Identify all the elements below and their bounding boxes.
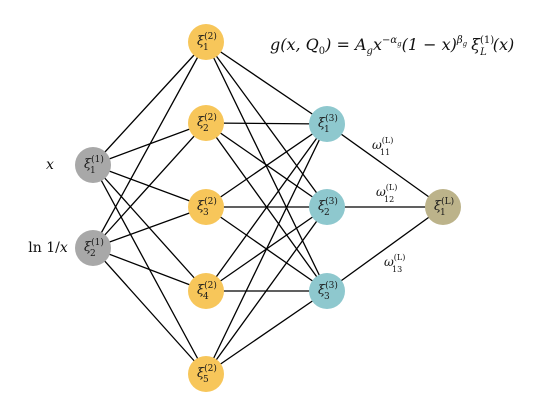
node-hidden1-5-label: ξ(2)5	[197, 363, 217, 385]
node-hidden1-5-circle	[188, 356, 224, 392]
node-hidden1-2: ξ(2)2	[188, 105, 224, 141]
node-hidden1-5: ξ(2)5	[188, 356, 224, 392]
node-hidden1-3-circle	[188, 189, 224, 225]
node-hidden1-1-label: ξ(2)1	[197, 31, 217, 53]
edge-input-2-to-hidden1-1	[92, 41, 207, 249]
node-input-1: ξ(1)1	[75, 147, 111, 183]
weight-label-layer: ω(L)11 ω(L)12 ω(L)13	[372, 136, 405, 274]
node-hidden2-2-circle	[309, 189, 345, 225]
node-output-1-circle	[425, 189, 461, 225]
node-hidden1-2-label: ξ(2)2	[197, 112, 217, 134]
node-hidden1-3: ξ(2)3	[188, 189, 224, 225]
edge-hidden1-5-to-hidden2-1	[205, 123, 328, 375]
node-input-2-label: ξ(1)2	[84, 237, 104, 259]
node-layer: ξ(1)1 ξ(1)2 ξ(2)1 ξ(2)2 ξ(2)3 ξ(2)4 ξ(2)5 ξ(3)1…	[75, 24, 461, 392]
edge-hidden1-5-to-hidden2-2	[205, 206, 328, 375]
edge-input-1-to-hidden1-1	[92, 41, 207, 166]
edge-hidden2-1-to-output-1	[326, 123, 444, 208]
node-hidden2-1-circle	[309, 106, 345, 142]
edge-hidden1-1-to-hidden2-3	[205, 41, 328, 292]
node-hidden1-1: ξ(2)1	[188, 24, 224, 60]
node-hidden1-4-label: ξ(2)4	[197, 280, 217, 302]
node-hidden1-2-circle	[188, 105, 224, 141]
edge-hidden1-1-to-hidden2-2	[205, 41, 328, 208]
weight-label-11: ω(L)11	[372, 136, 393, 157]
edge-input-2-to-hidden1-5	[92, 247, 207, 375]
edge-input-2-to-hidden1-3	[92, 206, 207, 249]
node-hidden2-1: ξ(3)1	[309, 106, 345, 142]
node-output-1-label: ξ(L)1	[434, 196, 454, 218]
node-hidden2-3-label: ξ(3)3	[318, 280, 338, 302]
edge-hidden1-4-to-hidden2-1	[205, 123, 328, 292]
edge-hidden1-3-to-hidden2-1	[205, 123, 328, 208]
node-output-1: ξ(L)1	[425, 189, 461, 225]
edge-hidden1-5-to-hidden2-3	[205, 290, 328, 375]
input-label-ln: ln 1/x	[28, 240, 68, 256]
edge-layer	[92, 41, 444, 375]
edge-hidden2-3-to-output-1	[326, 206, 444, 292]
node-hidden2-3-circle	[309, 273, 345, 309]
edge-hidden1-2-to-hidden2-1	[205, 122, 328, 125]
node-hidden2-2-label: ξ(3)2	[318, 196, 338, 218]
node-hidden2-3: ξ(3)3	[309, 273, 345, 309]
weight-label-13: ω(L)13	[384, 253, 405, 274]
node-input-2: ξ(1)2	[75, 230, 111, 266]
node-hidden1-4: ξ(2)4	[188, 273, 224, 309]
weight-label-12: ω(L)12	[376, 183, 397, 204]
node-hidden1-4-circle	[188, 273, 224, 309]
node-input-2-circle	[75, 230, 111, 266]
node-input-1-label: ξ(1)1	[84, 154, 104, 176]
edge-input-2-to-hidden1-4	[92, 247, 207, 292]
input-label-x: x	[46, 157, 54, 173]
node-hidden2-2: ξ(3)2	[309, 189, 345, 225]
edge-input-2-to-hidden1-2	[92, 122, 207, 249]
node-input-1-circle	[75, 147, 111, 183]
node-hidden1-3-label: ξ(2)3	[197, 196, 217, 218]
node-hidden2-1-label: ξ(3)1	[318, 113, 338, 135]
edge-hidden1-1-to-hidden2-1	[205, 41, 328, 125]
node-hidden1-1-circle	[188, 24, 224, 60]
